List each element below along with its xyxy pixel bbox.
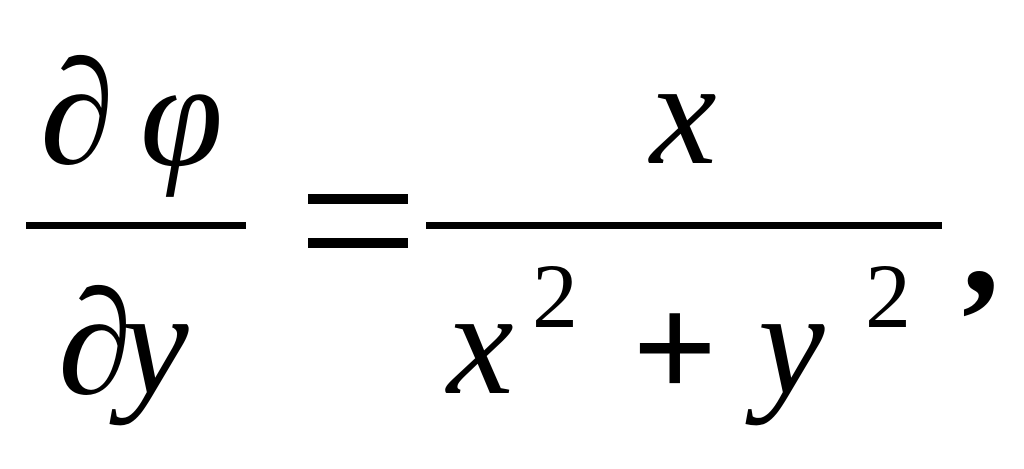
y-exponent: 2 (865, 245, 911, 347)
plus-operator: + (632, 265, 718, 431)
x-exponent: 2 (532, 245, 578, 347)
denominator-variable-y: y (122, 260, 189, 426)
trailing-comma: , (962, 160, 1000, 326)
numerator-variable-phi: φ (140, 32, 223, 198)
numerator-variable-x: x (650, 30, 717, 196)
denominator-x: x (447, 260, 514, 426)
partial-symbol: ∂ (58, 260, 133, 426)
right-fraction-bar (426, 222, 942, 229)
partial-symbol: ∂ (40, 30, 115, 196)
denominator-y: y (758, 260, 825, 426)
left-fraction-bar (26, 222, 246, 229)
